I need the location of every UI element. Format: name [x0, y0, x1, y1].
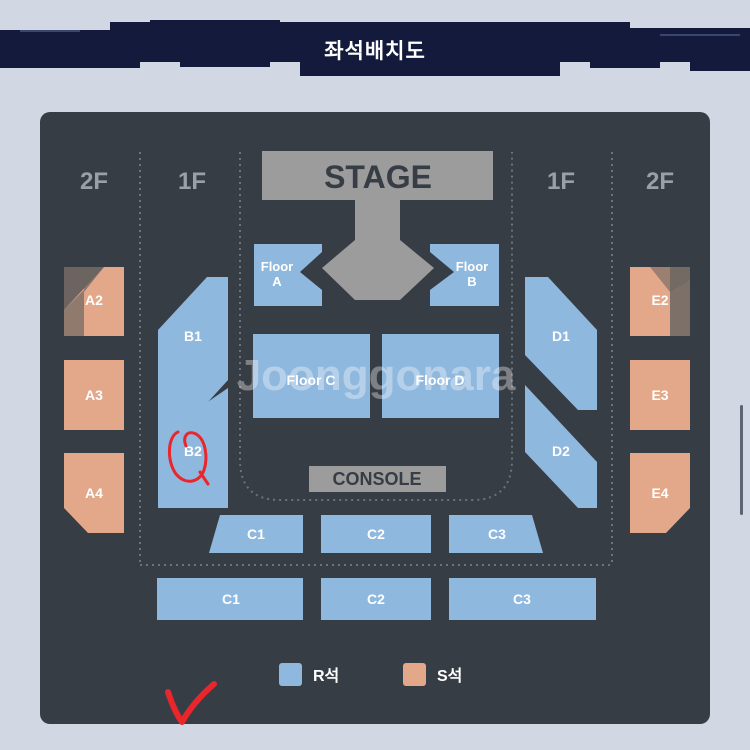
zone-dividers: [139, 152, 613, 566]
section-e2-label: E2: [651, 292, 668, 308]
annotation-circle-b2: [168, 430, 210, 486]
watermark: Joonggonara: [237, 351, 516, 400]
section-b1-label: B1: [184, 328, 202, 344]
section-a3-label: A3: [85, 387, 103, 403]
legend-s-label: S석: [437, 667, 462, 685]
console: [309, 466, 446, 492]
section-c3-1f[interactable]: [449, 515, 543, 553]
section-e3[interactable]: [630, 360, 690, 430]
section-c2-1f[interactable]: [321, 515, 431, 553]
section-c1-1f-label: C1: [247, 526, 265, 542]
level-label-right-outer: 2F: [646, 168, 674, 195]
section-d2[interactable]: [525, 385, 597, 508]
section-c2-1f-label: C2: [367, 526, 385, 542]
page-title: 좌석배치도: [324, 39, 426, 63]
page-header: 좌석배치도: [0, 0, 750, 80]
stage: [262, 151, 493, 300]
section-e4-label: E4: [651, 485, 668, 501]
section-c3-2f[interactable]: [449, 578, 596, 620]
section-floor-c[interactable]: [253, 334, 370, 418]
section-c1-1f[interactable]: [209, 515, 303, 553]
section-b1[interactable]: [158, 277, 228, 436]
level-label-left-outer: 2F: [80, 168, 108, 195]
second-floor-left: A2 A3 A4: [64, 267, 124, 533]
section-c2-2f[interactable]: [321, 578, 431, 620]
section-a4[interactable]: [64, 453, 124, 533]
header-banner: [0, 0, 750, 76]
second-floor-right: E2 E3 E4: [630, 267, 690, 533]
section-e4[interactable]: [630, 453, 690, 533]
legend-r-swatch: [279, 663, 302, 686]
console-label: CONSOLE: [332, 469, 421, 489]
section-e2-shade: [650, 267, 690, 292]
section-c2-2f-label: C2: [367, 591, 385, 607]
legend-r-label: R석: [313, 667, 339, 685]
section-b2[interactable]: [158, 388, 228, 508]
c-row-1f: C1 C2 C3: [209, 515, 543, 553]
section-c1-2f[interactable]: [157, 578, 303, 620]
section-d1-label: D1: [552, 328, 570, 344]
section-floor-a[interactable]: [254, 244, 322, 306]
section-c3-2f-label: C3: [513, 591, 531, 607]
annotation-checkmark: [165, 681, 217, 725]
map-panel: [40, 112, 710, 724]
stage-label: STAGE: [324, 159, 432, 195]
section-e3-label: E3: [651, 387, 668, 403]
section-c1-2f-label: C1: [222, 591, 240, 607]
section-floor-b[interactable]: [430, 244, 499, 306]
c-row-2f: C1 C2 C3: [157, 578, 596, 620]
legend-s-swatch: [403, 663, 426, 686]
level-label-right-inner: 1F: [547, 168, 575, 195]
section-c3-1f-label: C3: [488, 526, 506, 542]
legend: R석 S석: [279, 663, 462, 686]
section-a4-label: A4: [85, 485, 103, 501]
section-d1[interactable]: [525, 277, 597, 410]
section-floor-c-label: Floor C: [287, 372, 336, 388]
section-floor-d-label: Floor D: [416, 372, 465, 388]
scrollbar[interactable]: [740, 405, 743, 515]
section-floor-d[interactable]: [382, 334, 499, 418]
section-b2-label: B2: [184, 443, 202, 459]
level-label-left-inner: 1F: [178, 168, 206, 195]
section-a3[interactable]: [64, 360, 124, 430]
section-a2-label: A2: [85, 292, 103, 308]
section-d2-label: D2: [552, 443, 570, 459]
section-a2-shadow: [64, 267, 104, 336]
